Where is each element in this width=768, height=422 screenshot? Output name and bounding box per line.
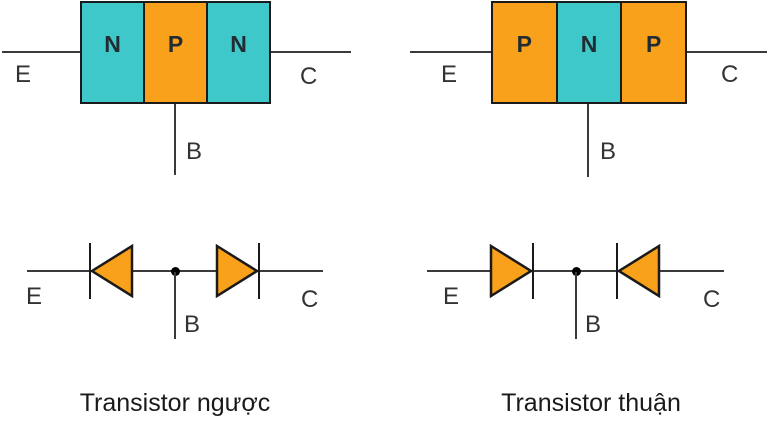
npn-collector-label: C — [300, 63, 318, 90]
pnp-junction-dot — [572, 267, 581, 276]
npn-left-diode-icon — [90, 244, 134, 298]
npn-base-label: B — [186, 138, 203, 165]
pnp-block: P N P — [491, 1, 687, 104]
npn-region-n2-label: N — [230, 31, 247, 57]
npn-region-n1-label: N — [104, 31, 121, 57]
npn-diode-base-label: B — [184, 311, 201, 338]
npn-emitter-label: E — [15, 61, 32, 88]
npn-caption: Transistor ngược — [79, 389, 271, 417]
npn-emitter-wire — [2, 51, 80, 53]
pnp-diode-collector-label: C — [703, 286, 721, 313]
pnp-left-cathode-bar-icon — [532, 243, 534, 299]
npn-collector-wire — [271, 51, 351, 53]
npn-region-p-label: P — [167, 31, 184, 57]
pnp-base-label: B — [600, 138, 617, 165]
pnp-caption: Transistor thuận — [501, 389, 681, 417]
npn-region-n2: N — [208, 3, 269, 102]
npn-junction-dot — [171, 267, 180, 276]
pnp-left-diode-icon — [489, 244, 533, 298]
pnp-region-n-label: N — [580, 31, 598, 57]
npn-right-cathode-bar-icon — [258, 243, 260, 299]
npn-diode-base-wire — [174, 272, 176, 339]
npn-block: N P N — [80, 1, 271, 104]
pnp-region-p1: P — [493, 3, 556, 102]
npn-base-wire — [174, 104, 176, 175]
npn-region-n1: N — [82, 3, 143, 102]
pnp-collector-wire — [687, 51, 767, 53]
npn-right-diode-icon — [215, 244, 259, 298]
pnp-emitter-wire — [410, 51, 491, 53]
npn-region-p: P — [143, 3, 208, 102]
pnp-region-p2-label: P — [646, 31, 662, 57]
pnp-diode-emitter-label: E — [443, 283, 460, 310]
pnp-region-n: N — [555, 3, 623, 102]
pnp-region-p1-label: P — [516, 31, 532, 57]
pnp-diode-base-wire — [575, 272, 577, 339]
pnp-diode-base-label: B — [585, 311, 602, 338]
pnp-base-wire — [587, 104, 589, 177]
npn-diode-emitter-label: E — [26, 283, 43, 310]
npn-diode-collector-label: C — [301, 286, 319, 313]
pnp-right-diode-icon — [617, 244, 661, 298]
pnp-emitter-label: E — [441, 61, 458, 88]
pnp-collector-label: C — [721, 61, 739, 88]
pnp-region-p2: P — [622, 3, 686, 102]
